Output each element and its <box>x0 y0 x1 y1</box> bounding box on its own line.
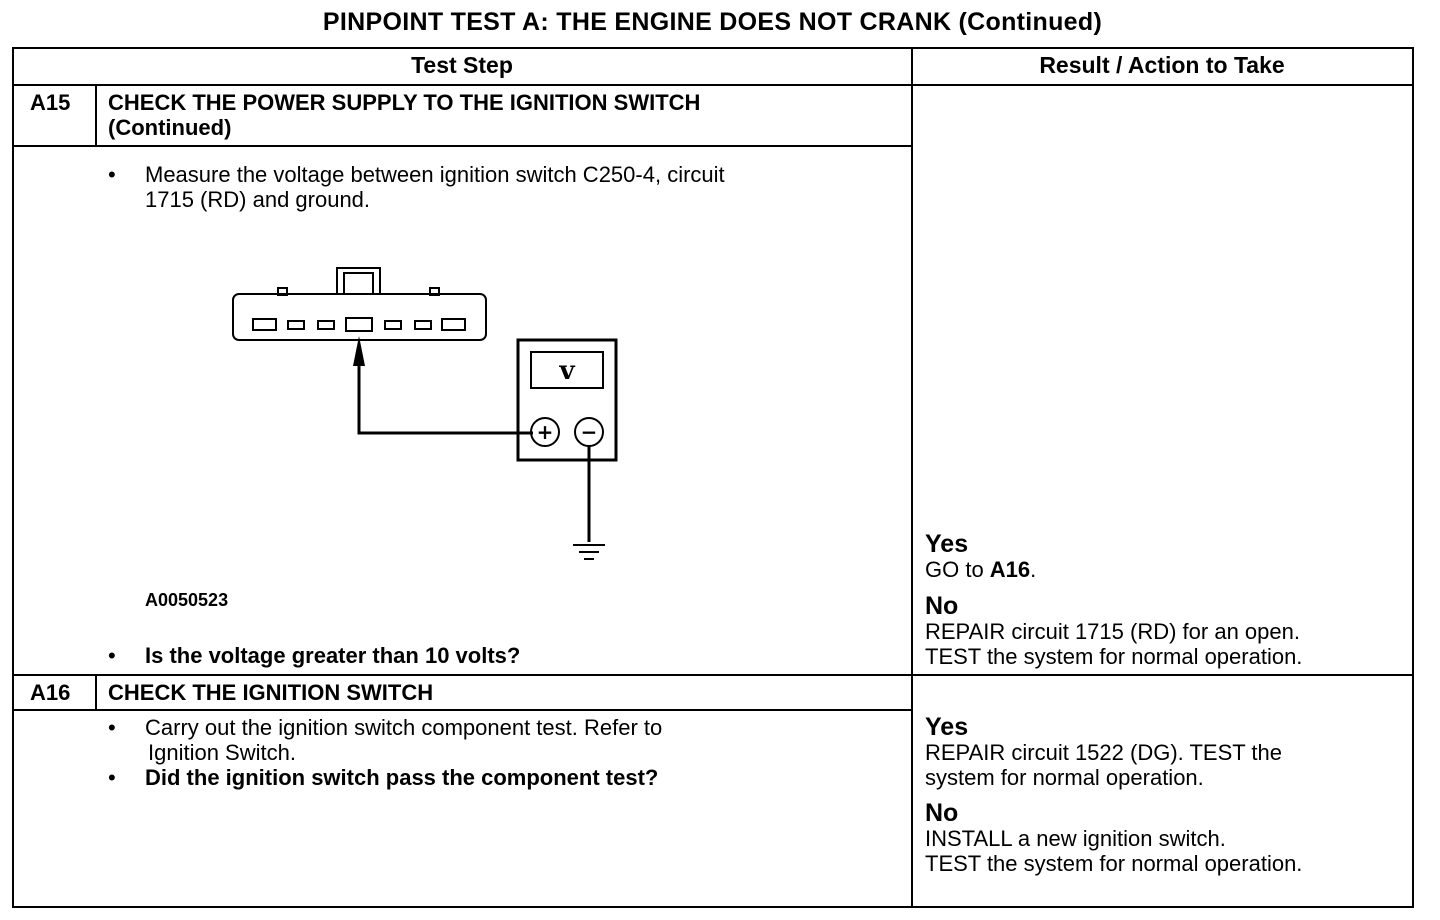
table-top-border <box>12 47 1414 49</box>
plus-terminal-icon: + <box>537 420 554 444</box>
header-test-step: Test Step <box>411 52 513 78</box>
a15-no-label: No <box>925 592 959 620</box>
a16-question: Did the ignition switch pass the compone… <box>145 765 659 790</box>
table-right-border <box>1412 47 1414 908</box>
a16-yes-action-line2: system for normal operation. <box>925 765 1204 790</box>
a15-instruction-line1: Measure the voltage between ignition swi… <box>145 162 725 187</box>
a16-id-divider <box>95 674 97 711</box>
figure-id: A0050523 <box>145 590 229 610</box>
a16-no-action-line2: TEST the system for normal operation. <box>925 851 1303 876</box>
a16-yes-label: Yes <box>925 713 969 741</box>
connector-c250 <box>232 267 487 341</box>
a15-no-action-line2: TEST the system for normal operation. <box>925 644 1303 669</box>
step-id-a15: A15 <box>30 90 71 115</box>
voltmeter-connection-diagram: v + − <box>232 267 618 560</box>
ground-icon <box>573 446 605 560</box>
a15-heading: CHECK THE POWER SUPPLY TO THE IGNITION S… <box>108 90 701 115</box>
a16-no-label: No <box>925 799 959 827</box>
bullet: • <box>108 643 116 668</box>
column-divider <box>911 47 913 908</box>
probe-lead <box>357 358 533 435</box>
a15-yes-action-text: GO to <box>925 557 990 582</box>
table-bottom-border <box>12 906 1414 908</box>
a15-no-action-line1: REPAIR circuit 1715 (RD) for an open. <box>925 619 1300 644</box>
bullet: • <box>108 765 116 790</box>
a15-yes-action-end: . <box>1030 557 1037 582</box>
a16-heading-divider <box>12 709 912 711</box>
voltmeter-display-icon: v <box>558 356 575 386</box>
a16-reference: A16 <box>989 557 1031 582</box>
a15-yes-label: Yes <box>925 530 969 558</box>
a16-no-action-line1: INSTALL a new ignition switch. <box>925 826 1226 851</box>
a15-instruction-line2: 1715 (RD) and ground. <box>145 187 371 212</box>
bullet: • <box>108 715 116 740</box>
a16-instruction-line2: Ignition Switch. <box>148 740 296 765</box>
a16-instruction-line1: Carry out the ignition switch component … <box>145 715 663 740</box>
a15-heading-divider <box>12 145 912 147</box>
a15-yes-action: GO to A16. <box>925 557 1036 582</box>
a15-id-divider <box>95 84 97 146</box>
row-divider <box>12 674 1414 676</box>
minus-terminal-icon: − <box>581 420 598 444</box>
a15-question: Is the voltage greater than 10 volts? <box>145 643 521 668</box>
step-id-a16: A16 <box>30 680 71 705</box>
header-bottom-border <box>12 84 1414 86</box>
page-title: PINPOINT TEST A: THE ENGINE DOES NOT CRA… <box>322 8 1103 36</box>
a16-heading: CHECK THE IGNITION SWITCH <box>108 680 434 705</box>
probe-tip-icon <box>353 336 365 366</box>
a16-yes-action-line1: REPAIR circuit 1522 (DG). TEST the <box>925 740 1283 765</box>
a15-heading-continued: (Continued) <box>108 115 232 140</box>
bullet: • <box>108 162 116 187</box>
voltmeter <box>516 338 618 462</box>
table-left-border <box>12 47 14 908</box>
header-result-action: Result / Action to Take <box>1039 52 1285 78</box>
